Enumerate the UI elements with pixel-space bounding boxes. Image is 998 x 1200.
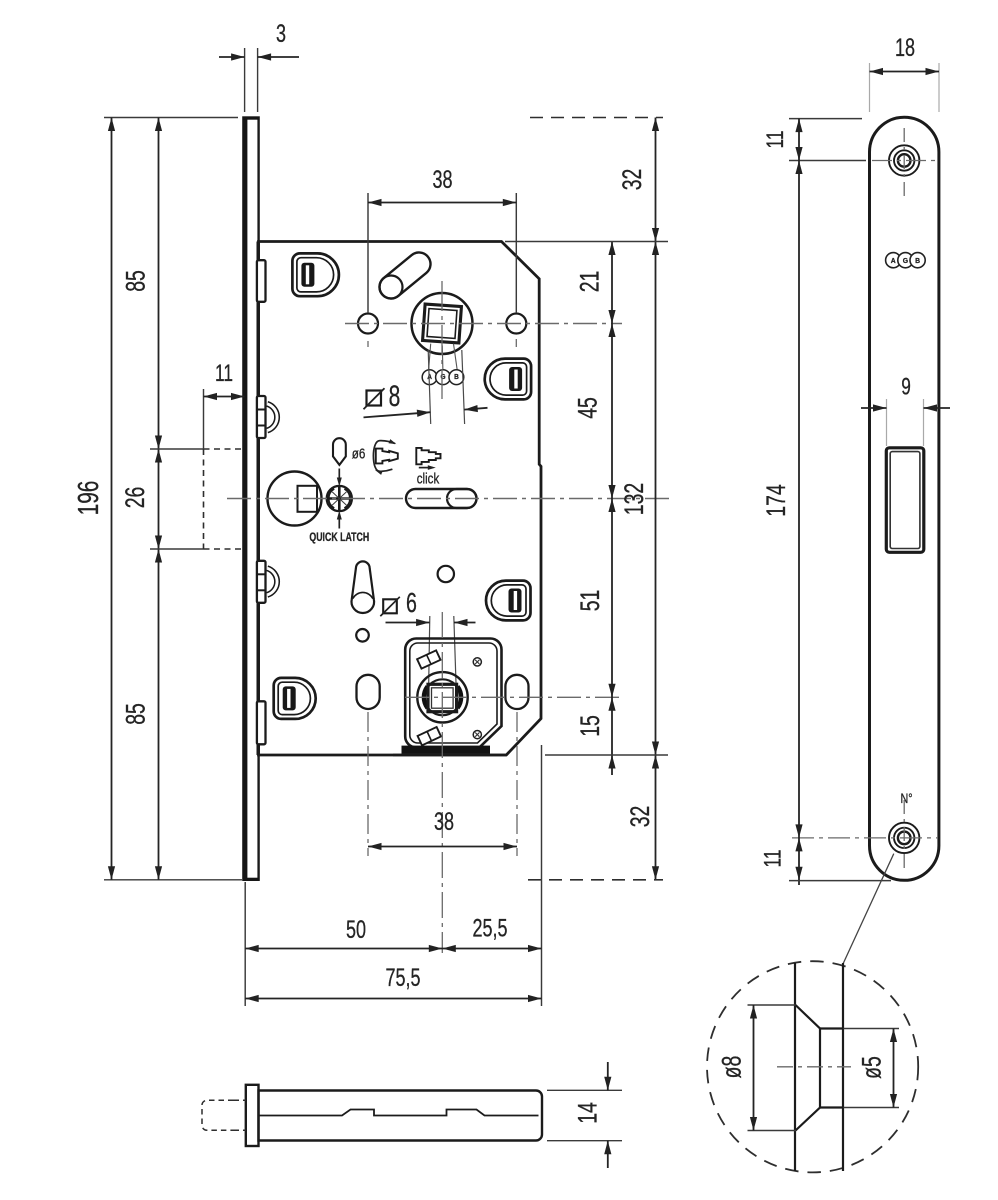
svg-text:75,5: 75,5 [385,963,420,992]
svg-text:11: 11 [762,131,788,149]
svg-text:32: 32 [625,806,655,828]
svg-text:3: 3 [276,19,286,48]
svg-text:A: A [891,256,897,265]
svg-text:8: 8 [389,380,401,412]
svg-text:38: 38 [432,165,452,194]
svg-text:85: 85 [121,703,151,725]
svg-text:196: 196 [73,481,105,516]
svg-text:18: 18 [895,33,915,62]
svg-text:ø6: ø6 [352,445,366,462]
svg-text:B: B [915,256,920,265]
svg-text:15: 15 [575,715,605,737]
svg-text:click: click [417,470,440,487]
svg-text:11: 11 [760,850,786,868]
svg-text:9: 9 [901,374,911,400]
svg-text:B: B [454,374,459,381]
svg-text:6: 6 [406,588,417,619]
svg-text:N°: N° [900,791,912,806]
svg-text:132: 132 [619,483,649,515]
svg-text:G: G [903,256,909,265]
svg-text:174: 174 [761,484,791,516]
svg-text:50: 50 [346,915,366,944]
svg-text:ø8: ø8 [717,1056,747,1079]
svg-text:51: 51 [575,590,605,612]
svg-text:11: 11 [215,360,233,386]
svg-text:ø5: ø5 [857,1056,887,1079]
svg-text:QUICK LATCH: QUICK LATCH [309,531,369,545]
svg-text:32: 32 [617,169,647,191]
svg-text:21: 21 [575,271,605,293]
svg-text:45: 45 [573,397,603,419]
svg-text:38: 38 [434,807,454,836]
svg-text:14: 14 [573,1102,603,1124]
svg-text:85: 85 [121,270,151,292]
svg-text:26: 26 [120,487,150,509]
svg-text:G: G [440,374,445,381]
svg-text:25,5: 25,5 [472,914,507,943]
